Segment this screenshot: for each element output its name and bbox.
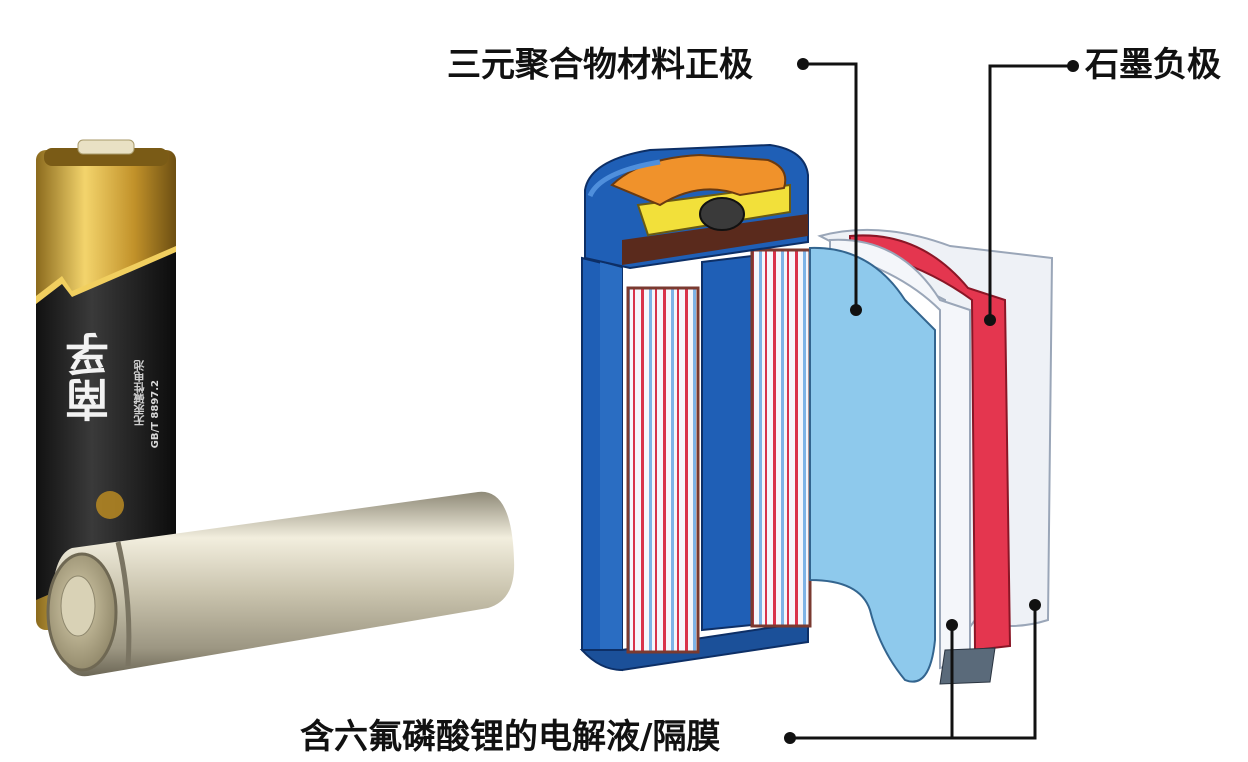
cathode-leader-dot-end [850,304,862,316]
cathode-blue-sheet [810,248,935,682]
aa-battery-standard: GB/T 8897.2 [150,380,161,448]
cathode-windings-left [628,288,698,652]
electrolyte-leader-dot-end [1029,599,1041,611]
aa-battery-subtext: 无汞碱性电池 [132,360,148,426]
aa-battery-brand: 南孚 [60,330,124,422]
electrolyte-separator-label: 含六氟磷酸锂的电解液/隔膜 [300,720,720,754]
cathode-windings-right [752,250,810,626]
li-cell-terminal [61,576,95,636]
anode-label: 石墨负极 [1085,48,1221,82]
cell-cutaway [582,145,1052,684]
top-terminal-button [700,198,744,230]
aa-battery-emblem [96,491,124,519]
anode-leader-dot-end [984,314,996,326]
separator-leader-dot-end [946,619,958,631]
casing-inner-left [600,262,622,668]
electrolyte-leader-dot-start [784,732,796,744]
anode-collector-tab [940,648,995,684]
center-mandrel [702,256,752,630]
cathode-leader-dot-start [797,58,809,70]
cathode-label: 三元聚合物材料正极 [447,48,753,82]
aa-battery-positive-nub [78,140,134,154]
anode-leader-dot-start [1067,60,1079,72]
